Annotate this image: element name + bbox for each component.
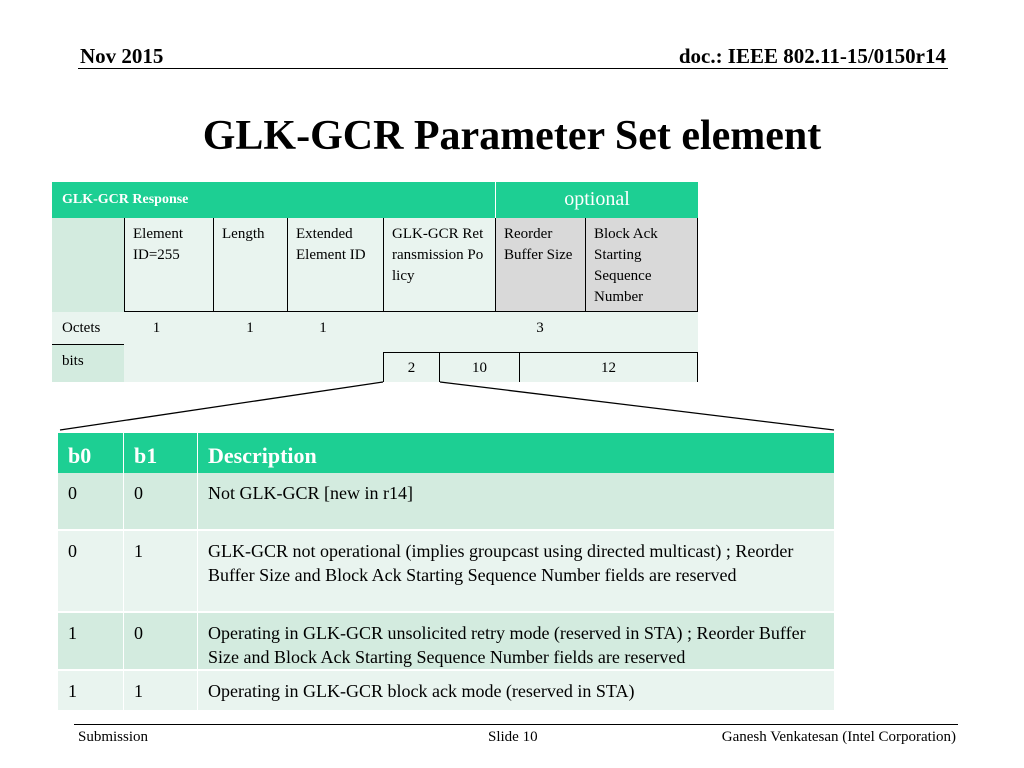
- header-divider: [78, 68, 948, 69]
- row-b0: 0: [58, 531, 124, 611]
- row-b1: 0: [124, 613, 198, 669]
- field-retransmission-policy: GLK-GCR Retransmission Policy: [383, 218, 495, 312]
- field-element-id: Element ID=255: [124, 218, 213, 312]
- table-row: 1 0 Operating in GLK-GCR unsolicited ret…: [58, 611, 834, 669]
- bits-reorder: 10: [439, 352, 519, 382]
- header-b0: b0: [58, 433, 124, 473]
- header-b1: b1: [124, 433, 198, 473]
- row-b0: 1: [58, 671, 124, 710]
- row-description: Operating in GLK-GCR unsolicited retry m…: [208, 623, 806, 667]
- field-reorder-buffer-size: Reorder Buffer Size: [495, 218, 585, 312]
- zoom-line-left: [59, 381, 384, 431]
- desc-header-row: b0 b1 Description: [58, 433, 834, 473]
- table-row: 0 1 GLK-GCR not operational (implies gro…: [58, 529, 834, 611]
- row-description: GLK-GCR not operational (implies groupca…: [208, 541, 794, 585]
- row-description: Not GLK-GCR [new in r14]: [208, 483, 413, 503]
- optional-cell: optional: [495, 182, 698, 218]
- field-row-label-cell: [52, 218, 124, 312]
- table-row: 1 1 Operating in GLK-GCR block ack mode …: [58, 669, 834, 710]
- footer-submission: Submission: [78, 729, 149, 745]
- header-doc-id: doc.: IEEE 802.11-15/0150r14: [678, 44, 946, 68]
- field-block-ack-ssn: Block Ack Starting Sequence Number: [585, 218, 698, 312]
- header-description: Description: [208, 443, 317, 468]
- row-b0: 0: [58, 473, 124, 529]
- zoom-line-right: [439, 381, 835, 431]
- table-row: 0 0 Not GLK-GCR [new in r14]: [58, 473, 834, 529]
- octets-row: [52, 312, 698, 344]
- field-length: Length: [213, 218, 287, 312]
- bits-block-ack: 12: [519, 352, 698, 382]
- footer-divider: [74, 724, 958, 725]
- row-b1: 1: [124, 671, 198, 710]
- bits-label: bits: [52, 344, 124, 382]
- header-date: Nov 2015: [80, 44, 164, 68]
- footer-author: Ganesh Venkatesan (Intel Corporation): [721, 729, 956, 745]
- octets-element-id: 1: [152, 320, 161, 336]
- bits-policy: 2: [383, 352, 439, 382]
- element-format-table: GLK-GCR Response optional Element ID=255…: [52, 182, 698, 382]
- slide-title: GLK-GCR Parameter Set element: [202, 113, 822, 159]
- octets-length: 1: [246, 320, 254, 336]
- row-b1: 1: [124, 531, 198, 611]
- octets-extended-id: 1: [319, 320, 327, 336]
- octets-policy-group: 3: [536, 320, 544, 336]
- row-b0: 1: [58, 613, 124, 669]
- row-b1: 0: [124, 473, 198, 529]
- element-name-cell: GLK-GCR Response: [52, 182, 495, 218]
- footer-slide-number: Slide 10: [488, 729, 538, 745]
- row-description: Operating in GLK-GCR block ack mode (res…: [208, 681, 635, 701]
- octets-label: Octets: [62, 320, 101, 336]
- field-extended-element-id: Extended Element ID: [287, 218, 383, 312]
